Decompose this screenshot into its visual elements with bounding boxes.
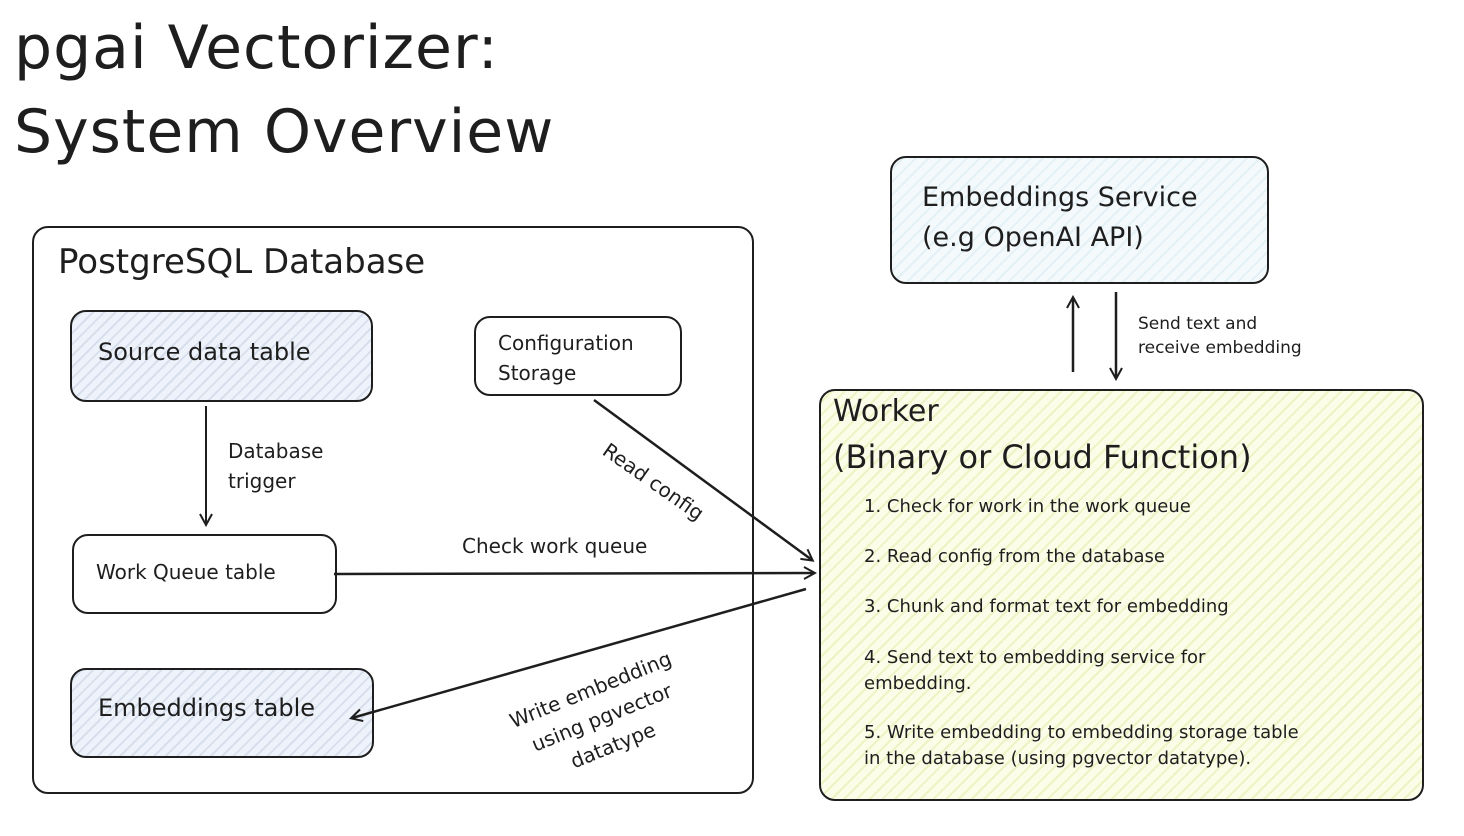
- worker-step-5-cont: in the database (using pgvector datatype…: [864, 748, 1252, 769]
- embeddings-service-line-1: Embeddings Service: [922, 182, 1198, 213]
- embeddings-table-label: Embeddings table: [98, 694, 316, 722]
- trigger-line-1: Database: [228, 439, 324, 463]
- worker-node: [819, 389, 1424, 801]
- arrow-check-work-queue: [333, 573, 814, 574]
- database-trigger-label: Database trigger: [228, 436, 323, 496]
- worker-title-line-1: Worker: [833, 394, 939, 429]
- check-work-queue-label: Check work queue: [462, 534, 648, 558]
- embeddings-service-node: [890, 156, 1269, 284]
- worker-step-3: 3. Chunk and format text for embedding: [864, 596, 1229, 617]
- worker-title-line-2: (Binary or Cloud Function): [833, 438, 1252, 476]
- worker-step-5: 5. Write embedding to embedding storage …: [864, 722, 1299, 743]
- worker-step-2: 2. Read config from the database: [864, 546, 1165, 567]
- arrow-write-embedding: [352, 587, 807, 718]
- arrow-read-config: [593, 398, 812, 560]
- database-title: PostgreSQL Database: [58, 242, 426, 282]
- diagram-title: pgai Vectorizer: System Overview: [14, 6, 554, 174]
- embeddings-table-node: [70, 668, 374, 758]
- title-line-2: System Overview: [14, 97, 555, 167]
- source-data-table-node: [70, 310, 373, 402]
- worker-step-4: 4. Send text to embedding service for: [864, 647, 1206, 668]
- worker-step-1: 1. Check for work in the work queue: [864, 496, 1191, 517]
- title-line-1: pgai Vectorizer:: [14, 13, 499, 83]
- work-queue-table-node: [72, 534, 337, 614]
- embeddings-service-line-2: (e.g OpenAI API): [922, 222, 1144, 253]
- send-receive-label: Send text and receive embedding: [1138, 312, 1302, 360]
- configuration-line-1: Configuration: [498, 331, 634, 355]
- configuration-storage-label: Configuration Storage: [498, 328, 634, 388]
- configuration-storage-node: [474, 316, 682, 396]
- worker-step-4-cont: embedding.: [864, 673, 972, 694]
- send-receive-line-2: receive embedding: [1138, 338, 1302, 358]
- source-data-table-label: Source data table: [98, 338, 311, 366]
- work-queue-table-label: Work Queue table: [96, 560, 276, 584]
- trigger-line-2: trigger: [228, 469, 296, 493]
- embeddings-service-label: Embeddings Service (e.g OpenAI API): [922, 178, 1198, 258]
- configuration-line-2: Storage: [498, 361, 577, 385]
- send-receive-line-1: Send text and: [1138, 314, 1258, 334]
